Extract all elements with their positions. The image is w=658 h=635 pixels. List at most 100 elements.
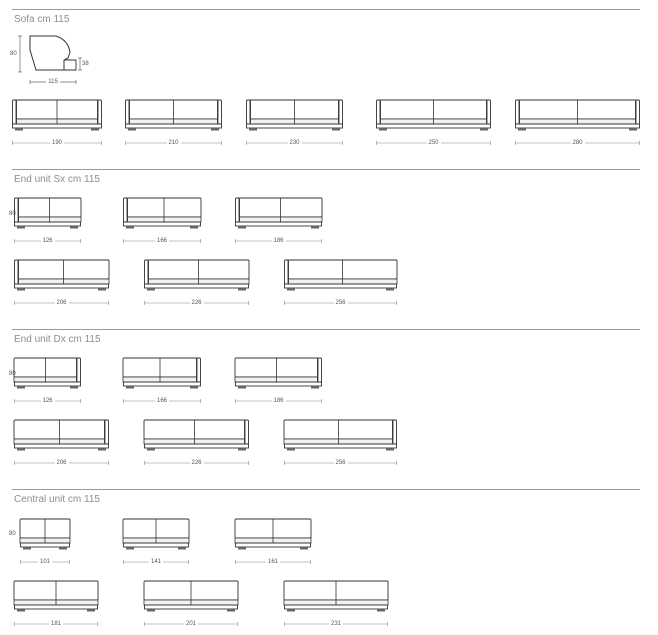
width-label: 181 [48,620,64,628]
base [123,381,201,387]
height-label: 80 [9,531,16,537]
foot [70,386,78,389]
right-armrest [97,99,102,125]
width-label: 126 [40,397,55,405]
sofa-unit-drawing [13,580,99,626]
foot [147,448,155,451]
width-label: 141 [148,558,164,566]
sofa-unit-sofa-280: 280 [515,97,640,149]
sofa-unit-central-201: 201 [143,578,239,630]
sofa-unit-end-dx-206: 206 [13,417,109,469]
foot [287,448,295,451]
height-label: 80 [9,371,16,377]
sofa-unit-drawing [283,419,397,465]
foot [249,128,257,131]
section-divider [12,9,640,10]
right-armrest [338,99,343,125]
width-label: 280 [570,139,585,147]
foot [17,448,25,451]
foot [87,609,95,612]
foot [178,547,186,550]
sofa-unit-drawing [14,259,110,305]
base [284,604,388,610]
width-label: 186 [271,397,286,405]
width-label: 101 [37,558,53,566]
foot [211,128,219,131]
base [515,123,640,129]
right-armrest [635,99,640,125]
foot [629,128,637,131]
right-armrest [486,99,491,125]
foot [287,609,295,612]
base [284,283,397,289]
base [123,221,201,227]
sofa-unit-drawing [234,357,322,403]
width-label: 190 [49,139,65,147]
foot [98,288,106,291]
side-height-label: 80 [10,51,17,57]
foot [377,609,385,612]
left-armrest [14,197,19,223]
base [235,221,322,227]
section-title-end-unit-sx: End unit Sx cm 115 [14,174,100,185]
sofa-unit-sofa-210: 210 [125,97,222,149]
left-armrest [12,99,17,125]
foot [379,128,387,131]
width-label: 231 [328,620,344,628]
left-armrest [235,197,240,223]
width-label: 166 [154,397,170,405]
section-title-sofa: Sofa cm 115 [14,14,70,25]
sofa-unit-sofa-190: 190 [12,97,102,149]
sofa-unit-end-sx-256: 256 [284,257,398,309]
section-divider [12,169,640,170]
right-armrest [392,419,397,445]
width-label: 256 [333,459,348,467]
sofa-unit-end-sx-126: 126 [14,195,82,247]
right-armrest [217,99,222,125]
base [125,123,222,129]
base [235,542,311,548]
foot [238,386,246,389]
sofa-unit-drawing [13,357,81,403]
sofa-unit-end-sx-206: 206 [14,257,110,309]
sofa-unit-central-101: 101 [19,516,71,568]
foot [15,128,23,131]
left-armrest [515,99,520,125]
base [376,123,491,129]
sofa-unit-end-sx-186: 186 [235,195,323,247]
base [123,542,189,548]
height-label: 80 [9,211,16,217]
base [235,381,322,387]
foot [128,128,136,131]
sofa-unit-end-dx-256: 256 [283,417,397,469]
sofa-unit-central-231: 231 [283,578,389,630]
sofa-unit-end-sx-226: 226 [144,257,250,309]
sofa-unit-drawing [123,197,202,243]
sofa-unit-drawing [19,518,71,564]
left-armrest [14,259,19,285]
sofa-unit-end-dx-126: 126 [13,355,81,407]
width-label: 226 [189,299,204,307]
base [144,604,238,610]
base [14,381,81,387]
width-label: 166 [154,237,170,245]
width-label: 186 [271,237,286,245]
sofa-side-profile: 80 38 115 [8,30,89,90]
base [284,443,397,449]
foot [287,288,295,291]
base [144,443,249,449]
foot [59,547,67,550]
foot [126,226,134,229]
foot [23,547,31,550]
width-label: 206 [54,299,69,307]
width-label: 210 [166,139,181,147]
foot [126,547,134,550]
foot [480,128,488,131]
foot [147,609,155,612]
right-armrest [104,419,109,445]
sofa-unit-sofa-250: 250 [376,97,491,149]
left-armrest [284,259,289,285]
width-label: 161 [265,558,281,566]
base [14,604,98,610]
sofa-unit-drawing [143,580,239,626]
